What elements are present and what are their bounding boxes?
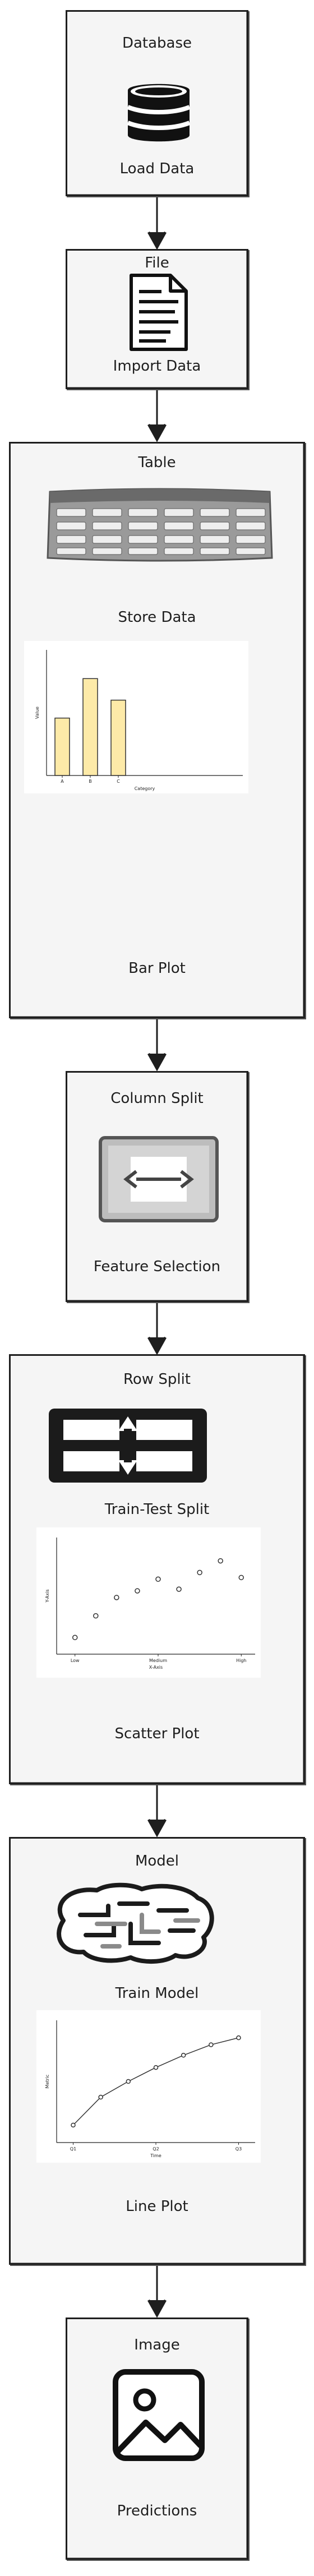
line-point — [126, 2079, 131, 2084]
database-node[interactable]: Database Load Data — [66, 10, 248, 196]
file-node[interactable]: File Import Data — [66, 249, 248, 389]
image-node[interactable]: Image Predictions — [66, 2318, 248, 2560]
line-point — [71, 2122, 76, 2128]
scatter-point — [155, 1576, 161, 1582]
node-title: Image — [134, 2337, 180, 2353]
line-point — [98, 2094, 103, 2100]
x-axis-label: Category — [135, 786, 155, 791]
node-title: Column Split — [110, 1090, 204, 1107]
node-caption: Store Data — [118, 609, 196, 626]
x-tick-label: C — [117, 779, 120, 784]
node-title: Model — [135, 1853, 179, 1869]
node-title: File — [145, 255, 169, 271]
node-title: Row Split — [123, 1371, 191, 1388]
line-point — [181, 2053, 186, 2058]
x-tick-label: Low — [71, 1658, 80, 1663]
line-point — [209, 2042, 214, 2047]
node-caption: Train-Test Split — [104, 1501, 210, 1518]
y-axis-label: Metric — [45, 2075, 50, 2089]
brain-icon — [57, 1882, 214, 1964]
column-split-icon — [99, 1136, 219, 1222]
x-tick-label: Q3 — [236, 2146, 242, 2152]
scatter-point — [238, 1575, 244, 1581]
line-series — [72, 2037, 239, 2126]
x-tick-label: Q1 — [70, 2146, 76, 2152]
table-icon — [47, 488, 273, 562]
node-caption: Train Model — [115, 1985, 199, 2002]
x-axis-label: X-Axis — [149, 1665, 163, 1670]
node-caption: Predictions — [117, 2503, 197, 2519]
node-caption: Feature Selection — [93, 1258, 221, 1275]
y-axis-label: Value — [35, 707, 40, 719]
x-tick-label: B — [89, 779, 92, 784]
x-tick-label: Q2 — [153, 2146, 159, 2152]
x-tick-label: Medium — [149, 1658, 167, 1663]
row-split-icon — [49, 1409, 207, 1483]
database-icon — [127, 84, 191, 142]
node-title: Database — [122, 35, 192, 52]
figure-caption: Scatter Plot — [114, 1725, 200, 1742]
scatter-point — [218, 1558, 223, 1564]
y-axis-label: Y-Axis — [45, 1589, 50, 1603]
node-caption: Load Data — [119, 160, 195, 177]
line-point — [236, 2035, 241, 2041]
bar-c — [110, 699, 126, 776]
scatter-point — [197, 1569, 202, 1576]
column-split-node[interactable]: Column Split Feature Selection — [66, 1071, 248, 1302]
document-icon — [130, 274, 188, 351]
node-caption: Import Data — [113, 358, 201, 375]
line-point — [153, 2065, 159, 2070]
bar-a — [54, 717, 70, 776]
image-icon — [113, 2369, 205, 2461]
x-tick-label: A — [61, 779, 64, 784]
figure-caption: Line Plot — [126, 2198, 188, 2215]
x-tick-label: High — [236, 1658, 246, 1663]
scatter-point — [114, 1595, 119, 1600]
scatter-point — [176, 1586, 182, 1592]
node-title: Table — [138, 454, 176, 471]
scatter-point — [93, 1613, 99, 1619]
bar-b — [82, 678, 98, 776]
figure-caption: Bar Plot — [128, 960, 186, 977]
scatter-point — [135, 1588, 140, 1594]
x-axis-label: Time — [150, 2153, 161, 2158]
scatter-point — [72, 1635, 78, 1641]
